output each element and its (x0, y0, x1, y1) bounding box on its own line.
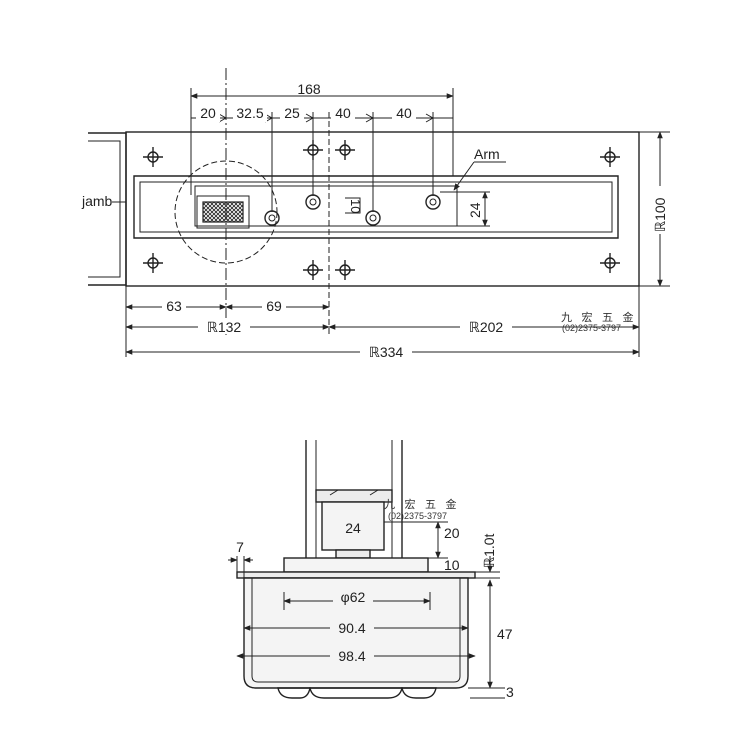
side-view: 24 φ62 90.4 98.4 7 20 10 (228, 440, 514, 700)
dim-90-4: 90.4 (338, 620, 365, 636)
spindle-knurl (202, 201, 244, 223)
dim-24-slot: 24 (467, 202, 483, 218)
pivot-circle-dashed (174, 160, 278, 264)
arm-label: Arm (474, 146, 500, 162)
dim-seg-40b: 40 (396, 105, 412, 121)
dim-334: ℝ334 (369, 344, 404, 360)
dim-10-side: 10 (444, 557, 460, 573)
dim-132: ℝ132 (207, 319, 242, 335)
watermark-name-top: 九 宏 五 金 (561, 310, 637, 324)
dim-seg-40a: 40 (335, 105, 351, 121)
dim-20: 20 (444, 525, 460, 541)
dim-47: 47 (497, 626, 513, 642)
watermark-phone-top: (02)2375-3797 (562, 323, 621, 333)
dim-168: 168 (297, 81, 321, 97)
dim-thickness: ℝ1.0t (481, 533, 497, 568)
dim-seg-32-5: 32.5 (236, 105, 263, 121)
jamb-label: jamb (81, 193, 113, 209)
dim-202: ℝ202 (469, 319, 504, 335)
cover-plate (125, 131, 640, 287)
arm-slot (133, 175, 619, 239)
dim-3: 3 (506, 684, 514, 700)
dim-seg-20: 20 (200, 105, 216, 121)
cover-plate-side (236, 571, 476, 579)
dim-height-100: ℝ100 (652, 197, 668, 232)
dim-63: 63 (166, 298, 182, 314)
dim-7: 7 (236, 539, 244, 555)
dim-phi62: φ62 (341, 589, 366, 605)
dim-seg-25: 25 (284, 105, 300, 121)
dim-98-4: 98.4 (338, 648, 365, 664)
dim-24-side: 24 (345, 520, 361, 536)
dim-69: 69 (266, 298, 282, 314)
dim-10-offset: 10 (348, 199, 363, 213)
top-view: jamb (81, 68, 670, 360)
watermark-phone-side: (02)2375-3797 (388, 511, 447, 521)
spindle-block (321, 501, 385, 551)
watermark-name-side: 九 宏 五 金 (384, 497, 460, 511)
